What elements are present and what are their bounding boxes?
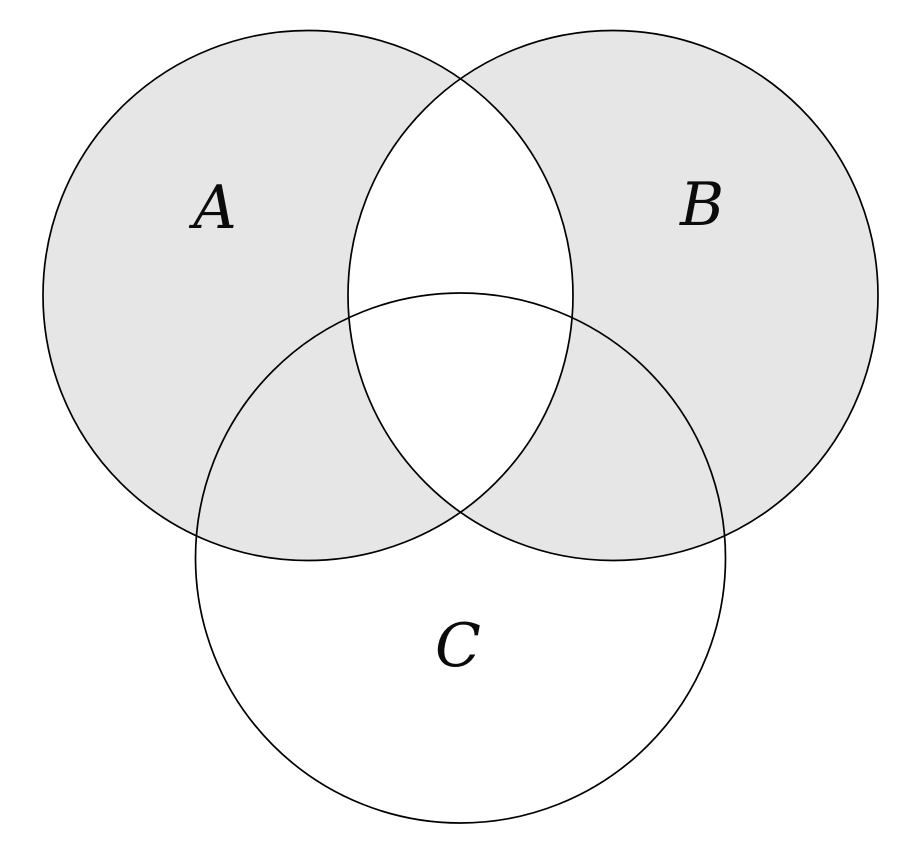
shaded-region-a-xor-b	[43, 30, 878, 561]
set-label-b: B	[679, 170, 724, 240]
circle-a	[42, 29, 574, 562]
set-label-c: C	[435, 611, 481, 681]
set-label-a: A	[188, 173, 236, 243]
circle-b	[347, 29, 879, 562]
circle-c	[194, 292, 727, 824]
